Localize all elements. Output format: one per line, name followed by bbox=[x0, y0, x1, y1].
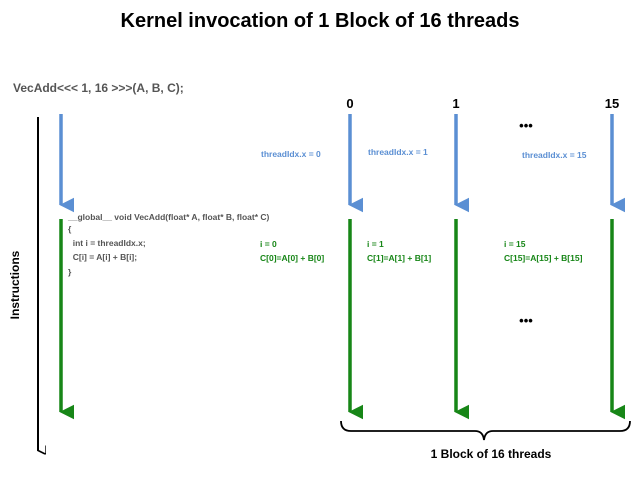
thread-number-1: 1 bbox=[452, 96, 459, 111]
thread-1-sum: C[1]=A[1] + B[1] bbox=[367, 253, 431, 263]
thread-1-i-value: i = 1 bbox=[367, 239, 384, 249]
thread-15-i-value: i = 15 bbox=[504, 239, 526, 249]
instructions-axis-label: Instructions bbox=[8, 250, 22, 319]
code-line-close-brace: } bbox=[68, 267, 72, 277]
slide-title: Kernel invocation of 1 Block of 16 threa… bbox=[121, 10, 520, 32]
thread-column-15: 15 threadIdx.x = 15 i = 15 C[15]=A[15] +… bbox=[504, 96, 626, 420]
ellipsis-top: ••• bbox=[519, 118, 533, 133]
thread-column-1: 1 threadIdx.x = 1 i = 1 C[1]=A[1] + B[1] bbox=[367, 96, 470, 420]
thread-0-threadidx: threadIdx.x = 0 bbox=[261, 149, 321, 159]
thread-15-sum: C[15]=A[15] + B[15] bbox=[504, 253, 583, 263]
ellipsis-middle: ••• bbox=[519, 313, 533, 328]
code-line-open-brace: { bbox=[68, 224, 72, 234]
code-line-index: int i = threadIdx.x; bbox=[68, 238, 146, 248]
thread-number-15: 15 bbox=[605, 96, 619, 111]
code-line-add: C[i] = A[i] + B[i]; bbox=[68, 252, 137, 262]
block-brace bbox=[340, 420, 631, 441]
thread-15-threadidx: threadIdx.x = 15 bbox=[522, 150, 587, 160]
kernel-launch-call: VecAdd<<< 1, 16 >>>(A, B, C); bbox=[13, 81, 184, 95]
thread-1-threadidx: threadIdx.x = 1 bbox=[368, 147, 428, 157]
kernel-source-code: __global__ void VecAdd(float* A, float* … bbox=[67, 212, 270, 277]
block-label: 1 Block of 16 threads bbox=[431, 447, 552, 461]
thread-0-sum: C[0]=A[0] + B[0] bbox=[260, 253, 324, 263]
thread-number-0: 0 bbox=[346, 96, 353, 111]
thread-0-i-value: i = 0 bbox=[260, 239, 277, 249]
thread-column-0: 0 threadIdx.x = 0 i = 0 C[0]=A[0] + B[0] bbox=[260, 96, 364, 420]
code-line-signature: __global__ void VecAdd(float* A, float* … bbox=[67, 212, 270, 222]
